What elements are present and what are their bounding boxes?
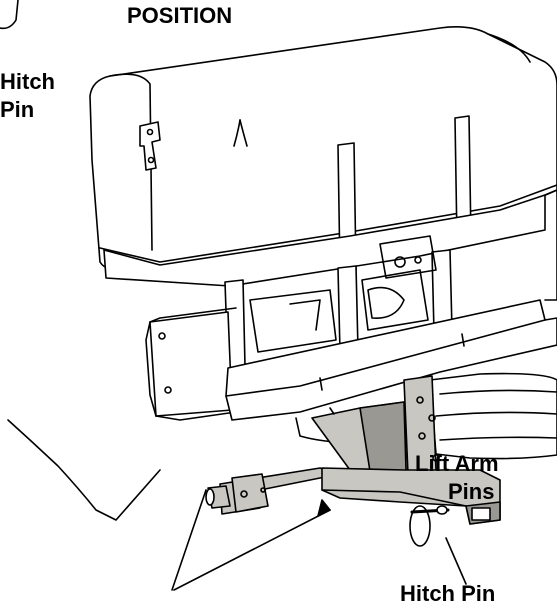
hitch-pin-label-top-line1: Hitch [0,69,55,94]
frame-mid [337,265,359,353]
position-label: POSITION [127,3,233,28]
lid-latch [139,121,161,171]
lift-arm-pins-label-line1: Lift Arm [415,451,499,476]
spinner-housing [429,372,557,460]
lift-arm-pin-left [205,485,231,509]
leader-hitch-bottom [445,537,467,585]
leader-lift-arm-2 [173,509,331,591]
cross-beam [225,299,557,421]
leader-lift-arm-1 [171,489,207,591]
side-plate [149,311,233,417]
hitch-pin-label-bottom: Hitch Pin [400,581,496,606]
hitch-pin [409,505,450,547]
pin-fragment [0,0,19,30]
leader-lift-arm-label [7,419,161,521]
hopper-body [103,194,546,287]
lift-arm-pins-label-line2: Pins [448,479,495,504]
hitch-pin-label-top-line2: Pin [0,97,35,122]
